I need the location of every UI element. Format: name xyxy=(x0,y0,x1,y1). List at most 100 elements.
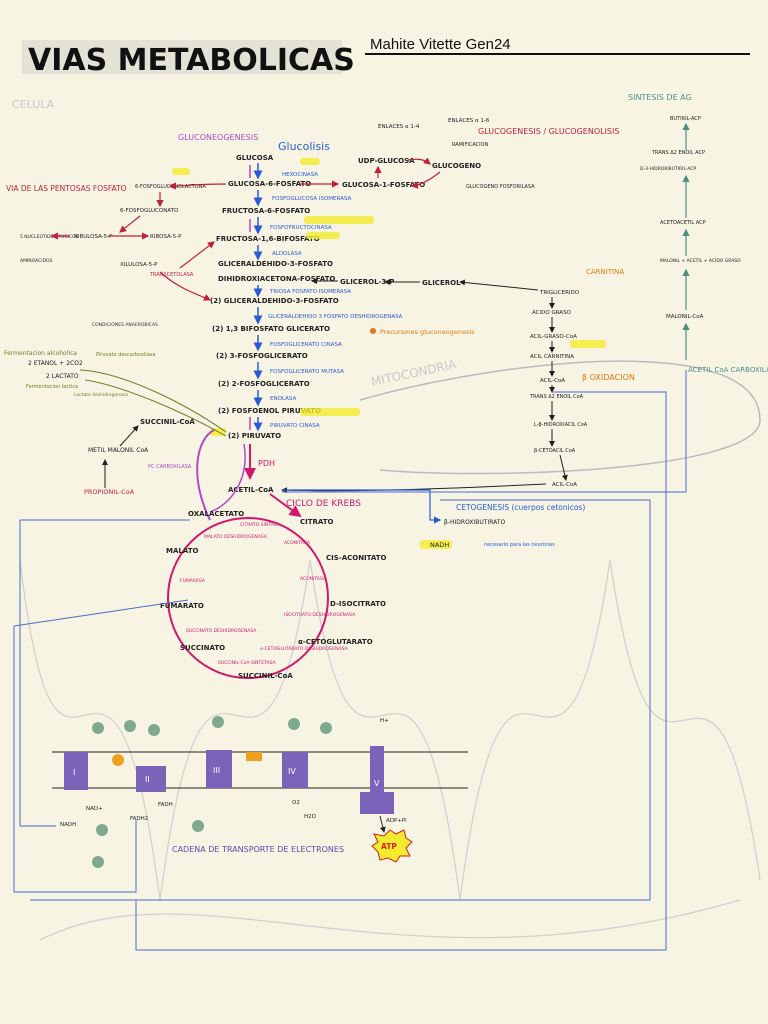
glycolysis-step: (2) FOSFOENOL PIRUVATO xyxy=(218,407,321,415)
fa-synthesis-item: MALONIL-CoA xyxy=(666,314,704,320)
glycerol-3-p: GLICEROL-3-P xyxy=(340,278,394,286)
metil-malonil-label: METIL MALONIL CoA xyxy=(88,447,149,454)
pentose-item: RIBULOSA-5-P xyxy=(74,234,113,240)
glycolysis-steps: GLUCOSA GLUCOSA-6-FOSFATO FRUCTOSA-6-FOS… xyxy=(210,154,339,440)
fa-synthesis-item: D-3-HIDROXIBUTIRIL-ACP xyxy=(640,166,697,172)
complex-iii xyxy=(206,750,232,788)
pentose-item: AMINOACIDOS xyxy=(20,258,53,264)
pentose-item: RIBOSA-5-P xyxy=(150,234,182,240)
pentose-title: VIA DE LAS PENTOSAS FOSFATO xyxy=(6,184,127,193)
krebs-intermediate: CITRATO xyxy=(300,518,334,526)
cytochrome-c xyxy=(246,752,262,761)
etc-label: NADH xyxy=(60,822,76,828)
beta-item: TRIGLICERIDO xyxy=(539,290,580,296)
pentose-items: 6-FOSFOGLUCONOLACTONA 6-FOSFOGLUCONATO R… xyxy=(20,184,206,268)
complex-labels: I II III IV V xyxy=(73,766,380,788)
etc-label: H+ xyxy=(380,718,389,724)
mitochondria-label: MITOCONDRIA xyxy=(370,357,459,389)
connector-lines xyxy=(13,370,687,951)
fermentation-item: Fermentacion alcoholica xyxy=(4,350,77,357)
enzyme-label: FOSFOFRUCTOCINASA xyxy=(270,225,332,231)
complex-ii xyxy=(136,766,166,792)
krebs-enzyme: α-CETOGLUTARATO DESHIDROGENASA xyxy=(260,646,349,652)
etc-label: FADH2 xyxy=(130,816,148,822)
glycolysis-step: DIHIDROXIACETONA-FOSFATO xyxy=(218,275,335,283)
atp-starburst xyxy=(371,829,413,863)
acetil-coa-center: ACETIL-CoA xyxy=(228,486,274,494)
precursor-dot xyxy=(370,328,376,334)
glycogen-arrows xyxy=(300,157,441,189)
complex-i xyxy=(64,752,88,790)
glycolysis-step: (2) 2-FOSFOGLICERATO xyxy=(218,380,310,388)
complex-label: IV xyxy=(288,767,296,776)
beta-item: ACIL CARNITINA xyxy=(530,354,574,360)
glycogen-item: UDP-GLUCOSA xyxy=(358,157,415,165)
highlight-marks xyxy=(172,158,606,549)
pentose-item: 6-FOSFOGLUCONATO xyxy=(120,208,179,214)
etc-title: CADENA DE TRANSPORTE DE ELECTRONES xyxy=(172,845,344,854)
glycolysis-step: GLUCOSA-6-FOSFATO xyxy=(228,180,311,188)
glycolysis-title: Glucolisis xyxy=(278,140,330,153)
enzyme-label: TRIOSA FOSFATO ISOMERASA xyxy=(269,289,351,295)
center-arrows xyxy=(244,444,302,518)
proton-dots xyxy=(92,716,332,868)
krebs-intermediate: SUCCINIL-CoA xyxy=(238,672,293,680)
glycolysis-step: FRUCTOSA-1,6-BIFOSFATO xyxy=(216,235,320,243)
glycolysis-step: GLUCOSA xyxy=(236,154,274,162)
glycogen-title: GLUCOGENESIS / GLUCOGENOLISIS xyxy=(478,127,619,136)
krebs-enzyme: ACONITASA xyxy=(284,540,311,546)
ketogenesis-item: β-HIDROXIBUTIRATO xyxy=(444,519,505,526)
glycerol: GLICEROL xyxy=(422,279,461,287)
mitochondria-outline xyxy=(359,360,761,475)
glycolysis-step: GLICERALDEHIDO-3-FOSFATO xyxy=(218,260,333,268)
enzyme-label: FOSFOGLICERATO MUTASA xyxy=(270,369,344,375)
krebs-intermediate: FUMARATO xyxy=(160,602,204,610)
fermentation-item: 2 ETANOL + 2CO2 xyxy=(28,360,83,367)
krebs-intermediate: α-CETOGLUTARATO xyxy=(298,638,373,646)
krebs-enzyme: FUMARASA xyxy=(180,578,206,584)
pc-carboxilasa-label: PC CARBOXILASA xyxy=(148,464,192,470)
page-title: VIAS METABOLICAS xyxy=(28,43,355,78)
ketogenesis-title: CETOGENESIS (cuerpos cetonicos) xyxy=(456,503,585,512)
fa-synthesis-item: BUTIRIL-ACP xyxy=(670,116,701,122)
fermentation-item: Lactato deshidrogenasa xyxy=(74,392,128,398)
krebs-enzyme: CITRATO SINTASA xyxy=(240,522,281,528)
fermentation-arrows xyxy=(79,369,227,437)
complex-iv xyxy=(282,752,308,788)
fermentation-item: CONDICIONES ANAEROBICAS xyxy=(92,322,158,328)
complex-label: III xyxy=(213,766,220,775)
beta-arrows xyxy=(549,297,568,481)
beta-item: ACIDO GRASO xyxy=(532,310,572,316)
coenzyme-q xyxy=(112,754,124,766)
pentose-arrows xyxy=(50,182,227,301)
glycogen-items: UDP-GLUCOSA GLUCOSA-1-FOSFATO GLUCOGENO … xyxy=(342,118,535,190)
glycogen-item: GLUCOGENO FOSFORILASA xyxy=(466,184,535,190)
fermentation-items: Fermentacion alcoholica 2 ETANOL + 2CO2 … xyxy=(4,322,158,398)
enzyme-label: HEXOCINASA xyxy=(282,172,318,178)
krebs-intermediate: CIS-ACONITATO xyxy=(326,554,387,562)
enzyme-label: GLICERALDEHIDO 3 FOSFATO DESHIDROGENASA xyxy=(268,314,403,320)
beta-item: ACIL-CoA xyxy=(540,378,565,384)
glycolysis-step: (2) 1,3 BIFOSFATO GLICERATO xyxy=(212,325,330,333)
krebs-cycle-ring xyxy=(167,517,329,679)
precursores-label: Precursores gluconeogenesis xyxy=(380,328,475,336)
glycogen-item: GLUCOSA-1-FOSFATO xyxy=(342,181,425,189)
fermentation-item: 2 LACTATO xyxy=(46,373,79,380)
enzyme-label: PIRUVATO CINASA xyxy=(270,423,320,429)
krebs-intermediates: OXALACETATO CITRATO CIS-ACONITATO D-ISOC… xyxy=(160,510,387,680)
krebs-intermediate: MALATO xyxy=(166,547,198,555)
carnitina-label: CARNITINA xyxy=(586,268,624,276)
etc-complexes xyxy=(64,746,394,814)
cell-label: CELULA xyxy=(12,98,55,111)
title-backdrop xyxy=(22,40,342,74)
glycogen-item: ENLACES α 1-6 xyxy=(448,118,490,124)
fa-synthesis-title: SINTESIS DE AG xyxy=(628,93,692,102)
carboxilasa-label: ACETIL CoA CARBOXILASA xyxy=(688,366,768,374)
krebs-intermediate: D-ISOCITRATO xyxy=(330,600,386,608)
etc-label: H2O xyxy=(304,814,317,820)
pentose-item: 5 NUCLEOTIDOS PURICOS xyxy=(20,234,79,240)
ketogenesis-note: necesario para las neuronas xyxy=(484,542,555,548)
fermentation-item: Fermentacion lactica xyxy=(26,384,78,390)
enzyme-label: ENOLASA xyxy=(270,396,296,402)
